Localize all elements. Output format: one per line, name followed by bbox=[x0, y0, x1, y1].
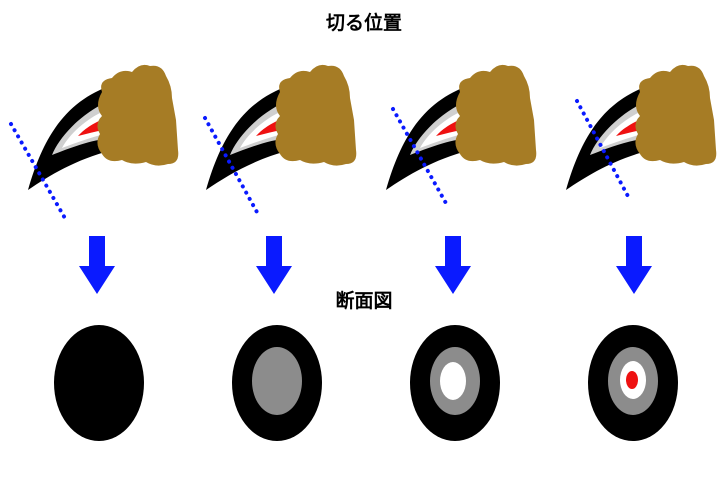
cut-position-heading: 切る位置 bbox=[325, 12, 402, 34]
claw-drawing-1 bbox=[28, 64, 179, 190]
down-arrow-icon bbox=[79, 236, 115, 294]
cross-section-3 bbox=[410, 325, 500, 441]
cross-section-4 bbox=[588, 325, 678, 441]
cross-section-heading: 断面図 bbox=[335, 290, 393, 312]
cut-line-2 bbox=[203, 116, 260, 216]
cut-line-1 bbox=[9, 122, 68, 222]
cross-section-2 bbox=[232, 325, 322, 441]
cut-line-3 bbox=[391, 107, 449, 207]
claw-drawing-3 bbox=[386, 64, 537, 190]
cross-section-1 bbox=[54, 325, 144, 441]
claw-drawing-4 bbox=[566, 64, 717, 190]
down-arrow-icon bbox=[435, 236, 471, 294]
down-arrow-icon bbox=[616, 236, 652, 294]
cut-line-4 bbox=[575, 99, 632, 202]
claw-drawing-2 bbox=[206, 64, 357, 190]
down-arrow-icon bbox=[256, 236, 292, 294]
